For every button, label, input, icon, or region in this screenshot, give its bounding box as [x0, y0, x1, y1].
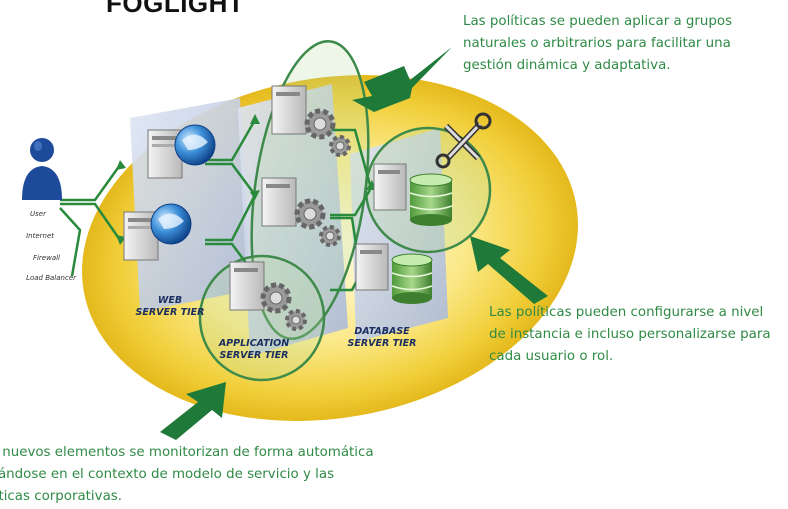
page-title: FOGLIGHT	[106, 0, 245, 18]
user-label-load-balancer: Load Balancer	[26, 274, 76, 282]
application-tier-label-line1: APPLICATION	[218, 338, 290, 349]
arrow-middle-right	[470, 236, 548, 304]
gear-icon	[294, 198, 341, 247]
user-label-internet: Internet	[26, 232, 54, 240]
callout-middle-right: Las políticas pueden configurarse a nive…	[489, 305, 771, 364]
application-tier-label: APPLICATION SERVER TIER	[204, 338, 304, 362]
user-label-firewall: Firewall	[32, 254, 60, 262]
arrow-top-right	[352, 47, 452, 112]
connection-lines	[59, 119, 372, 292]
application-tier-label-line2: SERVER TIER	[219, 350, 289, 361]
app-server-3	[229, 261, 307, 331]
user-icon	[22, 138, 62, 200]
database-icon	[409, 173, 453, 226]
web-server-1	[147, 124, 216, 179]
gear-icon	[260, 282, 307, 331]
db-server-1	[373, 163, 453, 226]
gear-icon	[304, 108, 351, 157]
db-server-2	[355, 243, 433, 304]
web-tier-label-line2: SERVER TIER	[135, 307, 205, 318]
database-tier-label-line1: DATABASE	[354, 326, 410, 337]
user-label-user: User	[30, 210, 46, 218]
callout-top-right: Las políticas se pueden aplicar a grupos…	[463, 14, 733, 73]
callout-bottom-left-line2: sándose en el contexto de modelo de serv…	[0, 467, 335, 482]
arrow-bottom-left	[160, 382, 226, 440]
app-server-1	[271, 85, 351, 157]
database-tier-label-line2: SERVER TIER	[347, 338, 417, 349]
callout-bottom-left: s nuevos elementos se monitorizan de for…	[0, 442, 461, 508]
app-server-2	[261, 177, 341, 247]
web-tier-label-line1: WEB	[157, 295, 183, 306]
database-tier-label: DATABASE SERVER TIER	[332, 326, 432, 350]
web-server-2	[123, 203, 192, 261]
wrench-icon	[435, 112, 492, 169]
web-tier-label: WEB SERVER TIER	[120, 295, 220, 319]
database-icon	[391, 253, 433, 304]
callout-bottom-left-line1: s nuevos elementos se monitorizan de for…	[0, 445, 374, 460]
callout-bottom-left-line3: líticas corporativas.	[0, 489, 123, 504]
